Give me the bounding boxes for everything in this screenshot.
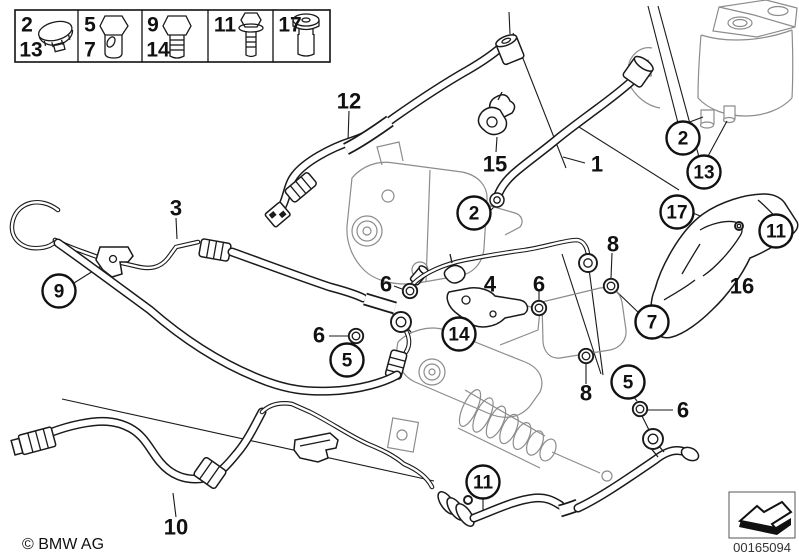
callout-label: 2 bbox=[678, 129, 689, 150]
callout-5-banjo-left[interactable]: 5 bbox=[329, 342, 365, 378]
legend-num: 11 bbox=[214, 13, 237, 36]
bracket-bottom bbox=[293, 432, 339, 463]
copyright-text: © BMW AG bbox=[22, 536, 104, 553]
washer-6-d bbox=[631, 400, 649, 418]
banjo-eye-bottom bbox=[642, 428, 665, 458]
callout-label: 13 bbox=[693, 163, 714, 184]
label-8-b[interactable]: 8 bbox=[580, 381, 592, 406]
callout-13-reservoir[interactable]: 13 bbox=[686, 154, 722, 190]
hose-1 bbox=[489, 55, 654, 208]
legend-num: 17 bbox=[278, 13, 301, 36]
callout-label: 11 bbox=[473, 473, 494, 494]
hose-12-end-fitting bbox=[264, 201, 291, 228]
legend-num: 7 bbox=[84, 38, 96, 61]
rack-pipe bbox=[410, 237, 598, 287]
hose-12-cap bbox=[495, 34, 525, 66]
hose-clamp-icon bbox=[37, 20, 74, 53]
clamp-15 bbox=[477, 91, 516, 136]
callout-11-shield[interactable]: 11 bbox=[758, 213, 794, 249]
direction-arrow-box bbox=[728, 491, 796, 539]
legend-num: 9 bbox=[147, 13, 159, 36]
label-1[interactable]: 1 bbox=[591, 152, 603, 177]
callout-17-shield[interactable]: 17 bbox=[659, 194, 695, 230]
label-3[interactable]: 3 bbox=[170, 196, 182, 221]
rivet-screw-icon bbox=[292, 13, 320, 57]
callout-5-banjo-right[interactable]: 5 bbox=[610, 364, 646, 400]
label-15[interactable]: 15 bbox=[483, 152, 507, 177]
callout-label: 5 bbox=[623, 373, 634, 394]
hose-12 bbox=[264, 11, 525, 228]
label-6-a[interactable]: 6 bbox=[380, 272, 392, 297]
label-12[interactable]: 12 bbox=[337, 89, 361, 114]
washer-6-c bbox=[530, 299, 548, 317]
label-6-c[interactable]: 6 bbox=[533, 272, 545, 297]
callout-2-pump-hose[interactable]: 2 bbox=[456, 195, 492, 231]
seal-washers bbox=[347, 277, 649, 418]
hose-1-cap bbox=[622, 55, 654, 88]
label-6-b[interactable]: 6 bbox=[313, 323, 325, 348]
legend-cell-hex-bolt[interactable]: 9 14 bbox=[146, 13, 192, 61]
legend-cell-clamp[interactable]: 2 13 bbox=[19, 13, 76, 61]
washer-8-a bbox=[602, 277, 620, 295]
banjo-bolt-icon bbox=[99, 15, 129, 59]
label-10[interactable]: 10 bbox=[164, 515, 188, 540]
callout-label: 17 bbox=[666, 203, 687, 224]
power-steering-pump bbox=[346, 141, 523, 285]
washer-8-b bbox=[577, 347, 595, 365]
callout-2-reservoir[interactable]: 2 bbox=[665, 120, 701, 156]
callout-label: 9 bbox=[54, 282, 65, 303]
legend-cell-rivet-screw[interactable]: 17 bbox=[278, 13, 320, 57]
callout-14-bracket-bolt[interactable]: 14 bbox=[441, 316, 477, 352]
callout-label: 5 bbox=[342, 351, 353, 372]
legend-num: 5 bbox=[84, 13, 96, 36]
callout-label: 11 bbox=[766, 222, 787, 243]
image-number: 00165094 bbox=[733, 540, 791, 555]
callout-7-banjo[interactable]: 7 bbox=[634, 304, 670, 340]
legend-num: 13 bbox=[19, 38, 42, 61]
callout-label: 14 bbox=[448, 325, 470, 346]
washer-6-a bbox=[401, 282, 419, 300]
callout-11-bottom[interactable]: 11 bbox=[465, 464, 501, 500]
return-hose-u bbox=[53, 238, 402, 396]
callout-label: 7 bbox=[647, 313, 658, 334]
hose-12-corrugation bbox=[284, 172, 317, 203]
label-4[interactable]: 4 bbox=[484, 272, 497, 297]
return-line-10 bbox=[10, 400, 700, 527]
banjo-eye-rack bbox=[390, 311, 412, 333]
label-16[interactable]: 16 bbox=[730, 274, 754, 299]
pressure-line-3 bbox=[9, 200, 412, 380]
legend-num: 2 bbox=[21, 13, 33, 36]
direction-arrow-base bbox=[739, 518, 791, 535]
fluid-reservoir bbox=[697, 0, 798, 129]
flange-bolt-icon bbox=[238, 12, 264, 58]
callout-label: 2 bbox=[469, 204, 480, 225]
legend-cell-banjo-bolt[interactable]: 5 7 bbox=[84, 13, 129, 61]
line-10-coupling bbox=[193, 456, 227, 490]
bracket-4 bbox=[446, 287, 529, 328]
label-6-d[interactable]: 6 bbox=[677, 398, 689, 423]
bracket-9 bbox=[95, 246, 134, 278]
line-3-coupling bbox=[198, 238, 232, 262]
washer-6-b bbox=[347, 327, 365, 345]
callout-9-bracket[interactable]: 9 bbox=[41, 273, 77, 309]
legend-box: 2 13 5 7 9 14 bbox=[14, 9, 331, 63]
pipe-clip bbox=[443, 253, 466, 284]
hex-bolt-icon bbox=[162, 15, 192, 59]
legend-num: 14 bbox=[146, 38, 170, 61]
legend-cell-flange-bolt[interactable]: 11 bbox=[214, 12, 264, 58]
line-10-crimp-fitting bbox=[437, 491, 475, 527]
label-8-a[interactable]: 8 bbox=[607, 232, 619, 257]
line-10-end-fitting bbox=[10, 426, 57, 456]
